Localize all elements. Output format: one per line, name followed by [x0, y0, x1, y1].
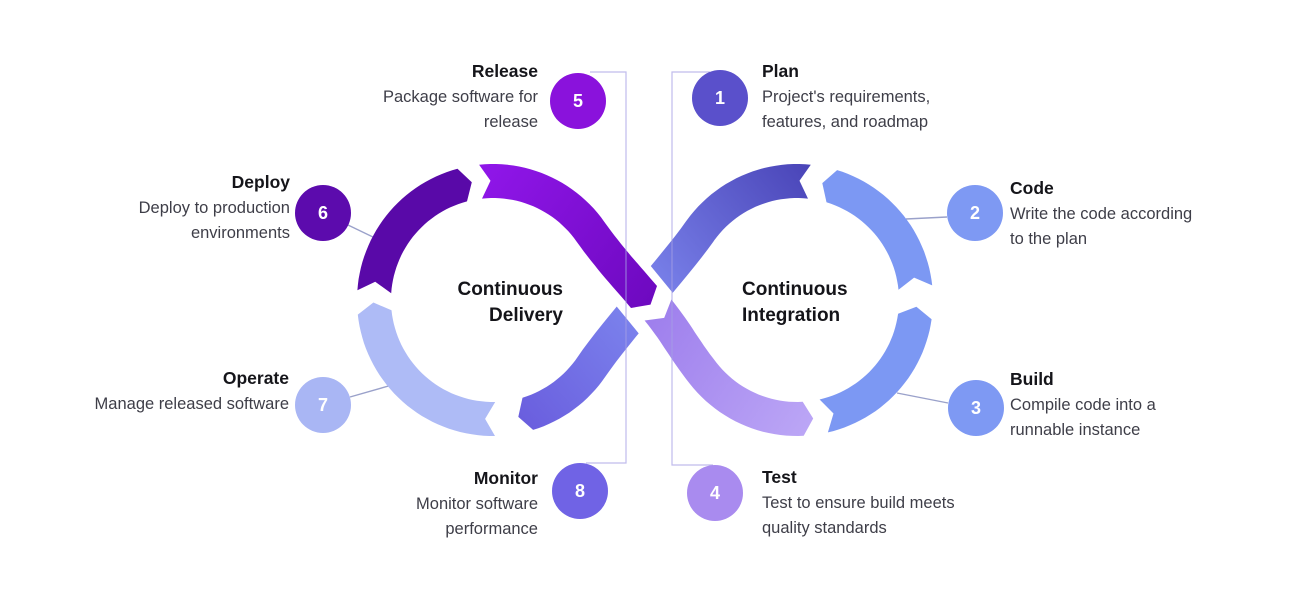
step-monitor-desc: Monitor software performance: [416, 495, 538, 538]
step-operate-badge: 7: [295, 377, 351, 433]
badge-connector-line: [586, 71, 627, 464]
step-build-badge: 3: [948, 380, 1004, 436]
step-monitor: Monitor Monitor software performance: [416, 466, 538, 542]
step-deploy-title: Deploy: [231, 172, 290, 192]
step-operate-title: Operate: [222, 368, 289, 388]
badge-pointer-line: [349, 384, 393, 398]
step-plan-desc: Project's requirements, features, and ro…: [762, 88, 931, 131]
band-release: [479, 164, 657, 308]
step-code-desc: Write the code according to the plan: [1010, 205, 1193, 248]
step-code-title: Code: [1010, 178, 1054, 198]
badge-pointer-line: [896, 392, 949, 404]
step-monitor-title: Monitor: [473, 468, 538, 488]
step-release-badge: 5: [550, 73, 606, 129]
step-build-desc: Compile code into a runnable instance: [1010, 396, 1156, 439]
step-operate: Operate Manage released software: [95, 366, 289, 417]
step-deploy: Deploy Deploy to production environments: [139, 170, 290, 246]
step-test: Test Test to ensure build meets quality …: [762, 465, 955, 541]
continuous-delivery-label: Continuous Delivery: [457, 279, 563, 326]
step-code: Code Write the code according to the pla…: [1010, 176, 1192, 252]
band-test: [644, 299, 814, 436]
band-operate: [357, 302, 496, 436]
band-deploy: [357, 168, 472, 294]
step-deploy-badge: 6: [295, 185, 351, 241]
step-test-desc: Test to ensure build meets quality stand…: [762, 494, 955, 537]
band-build: [819, 306, 932, 433]
step-test-title: Test: [762, 467, 797, 487]
step-deploy-desc: Deploy to production environments: [138, 199, 290, 242]
step-plan-badge: 1: [692, 70, 748, 126]
badge-connector-line: [671, 71, 713, 466]
step-build: Build Compile code into a runnable insta…: [1010, 367, 1156, 443]
step-release-title: Release: [471, 61, 538, 81]
continuous-integration-label: Continuous Integration: [742, 279, 848, 326]
step-release-desc: Package software for release: [383, 88, 538, 131]
step-monitor-badge: 8: [552, 463, 608, 519]
step-code-badge: 2: [947, 185, 1003, 241]
step-build-title: Build: [1010, 369, 1054, 389]
step-release: Release Package software for release: [383, 59, 538, 135]
step-plan-title: Plan: [762, 61, 799, 81]
step-plan: Plan Project's requirements, features, a…: [762, 59, 930, 135]
band-code: [822, 170, 933, 290]
badge-pointer-line: [905, 216, 948, 220]
step-operate-desc: Manage released software: [94, 395, 289, 413]
step-test-badge: 4: [687, 465, 743, 521]
